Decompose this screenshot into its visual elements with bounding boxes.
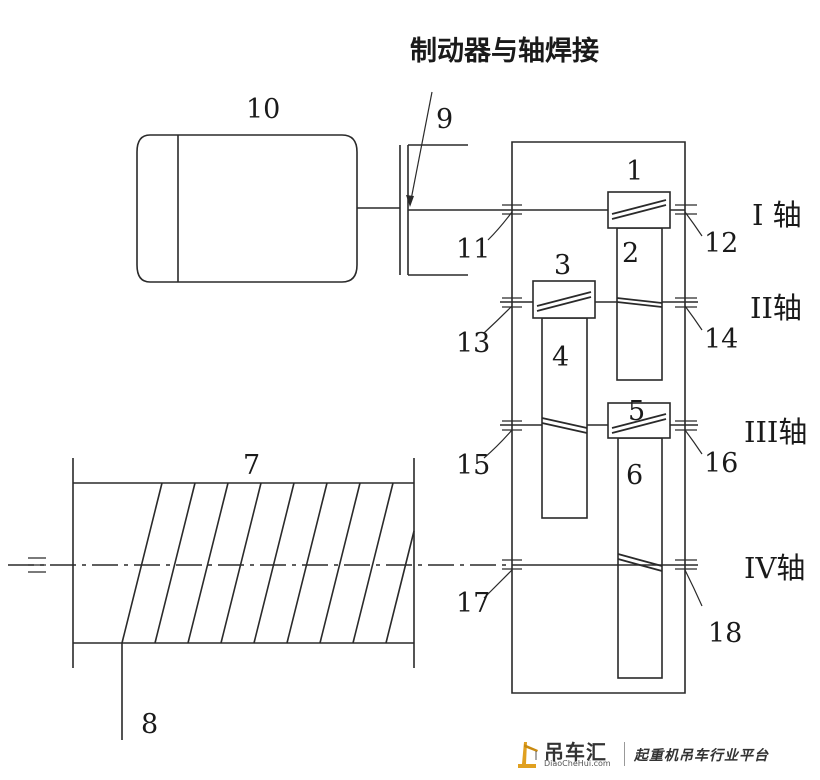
gear-3-helix-a [536,291,592,307]
bearing-18 [675,559,697,570]
watermark-slogan: 起重机吊车行业平台 [634,748,769,764]
gear-4-helix-a [541,417,588,429]
center-line-end-mark [28,557,46,573]
label-14: 14 [704,324,738,355]
label-4: 4 [552,342,569,373]
shaft-label-iii: III轴 [744,415,807,449]
gearbox-housing [511,141,686,694]
label-9: 9 [436,104,453,135]
shaft-label-iv: IV轴 [744,551,805,585]
leader-11 [487,211,513,241]
rope-turn [253,482,295,644]
motor-body [136,134,358,283]
label-13: 13 [456,328,490,359]
rope-turn [154,482,196,644]
label-2: 2 [622,238,639,269]
label-10: 10 [246,94,280,125]
label-8: 8 [141,709,158,740]
rope-winding [121,482,415,644]
rope-turn [319,482,361,644]
gear-6 [617,437,663,679]
label-11: 11 [456,234,490,265]
rope-turn [352,482,394,644]
bearing-17 [502,559,522,570]
label-7: 7 [243,450,260,481]
crane-logo-icon [518,742,538,768]
leader-14 [684,305,703,331]
gear-5-helix-b [611,418,667,434]
bearing-13 [502,297,522,308]
leader-13 [483,305,513,334]
rope-turn [187,482,229,644]
leader-18 [684,569,703,607]
gear-4 [541,317,588,519]
gear-5-helix-a [611,413,667,429]
leader-12 [684,211,703,237]
label-3: 3 [554,250,571,281]
label-5: 5 [628,396,645,427]
gear-1 [607,191,671,229]
label-1: 1 [626,156,643,187]
rope-turn [385,530,415,644]
annotation-arrowhead [406,195,414,207]
bearing-11 [502,204,522,215]
gear-6-helix-a [617,553,663,567]
shaft-label-ii: II轴 [750,291,802,325]
gear-3-helix-b [536,296,592,312]
bearing-16 [675,420,697,431]
rope-turn [121,482,163,644]
gear-1-helix-a [611,199,667,215]
watermark-name: 吊车汇 [544,740,607,764]
label-6: 6 [626,460,643,491]
label-17: 17 [456,588,490,619]
gear-1-helix-b [611,204,667,220]
watermark-divider [624,742,625,766]
label-16: 16 [704,448,738,479]
annotation-leader [409,91,433,206]
leader-15 [483,429,513,459]
leader-16 [684,429,703,455]
label-12: 12 [704,228,738,259]
gear-4-helix-b [541,422,588,434]
annotation-text: 制动器与轴焊接 [410,36,599,67]
label-18: 18 [708,618,742,649]
rope-turn [220,482,262,644]
gear-2-helix-a [616,297,663,304]
gear-2-helix-b [616,301,663,308]
rope-turn [286,482,328,644]
leader-17 [483,569,513,599]
shaft-label-i: I 轴 [752,198,802,232]
watermark-url: DiaoCheHui.com [544,759,611,768]
label-15: 15 [456,450,490,481]
watermark: 吊车汇 DiaoCheHui.com 起重机吊车行业平台 [514,736,804,774]
